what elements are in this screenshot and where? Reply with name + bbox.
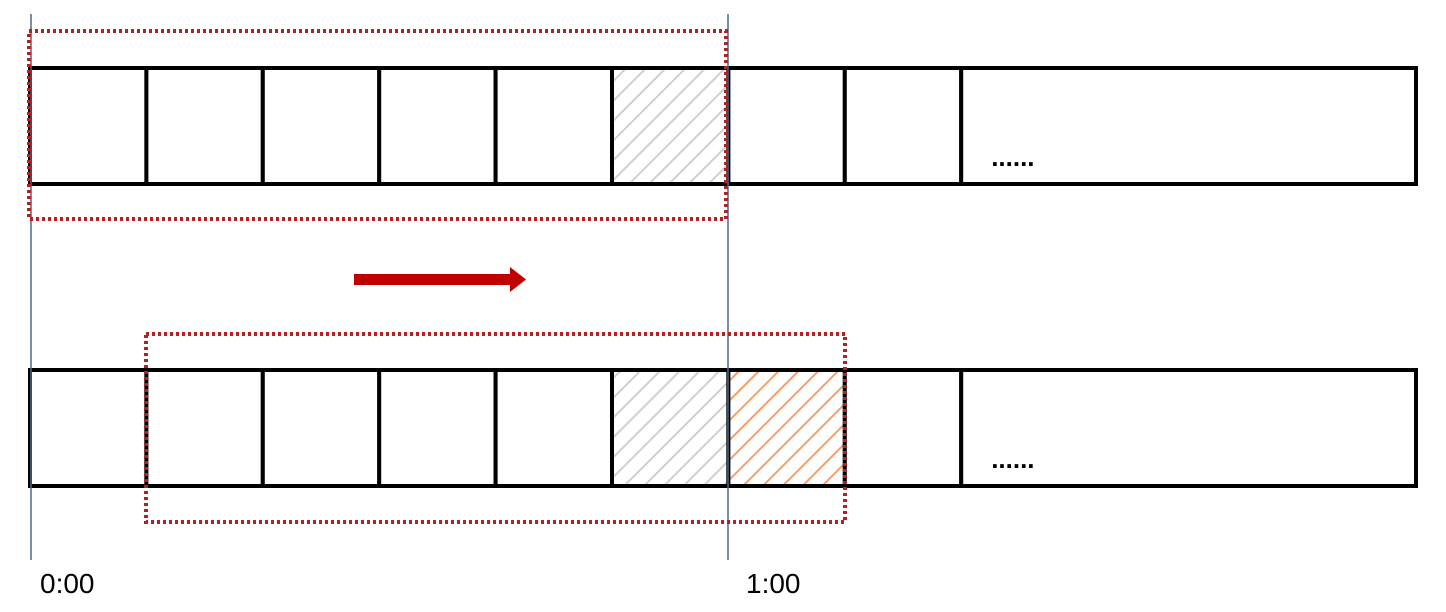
bottom-cell-0	[28, 368, 149, 488]
top-continuation-ellipsis: ......	[991, 142, 1034, 172]
top-cell-3	[377, 66, 498, 186]
bottom-cell-4	[493, 368, 615, 488]
bottom-cell-8-continuation	[959, 368, 1418, 488]
window-frame-bottom	[144, 332, 847, 524]
bottom-continuation-ellipsis: ......	[991, 444, 1034, 474]
top-cell-5-gray-hatched	[610, 66, 731, 186]
window-frame-top	[27, 29, 728, 221]
top-cell-6	[726, 66, 847, 186]
top-cell-0	[28, 66, 149, 186]
bottom-cell-7	[842, 368, 964, 488]
shift-arrow	[354, 267, 526, 292]
top-cell-4	[493, 66, 615, 186]
top-cell-2	[260, 66, 382, 186]
bottom-cell-2	[260, 368, 382, 488]
bottom-timeline-row: ......	[28, 368, 1418, 488]
bottom-cell-5-gray-hatched	[610, 368, 731, 488]
top-cell-7	[842, 66, 964, 186]
time-label-start: 0:00	[40, 568, 95, 599]
bottom-cell-6-orange-hatched	[726, 368, 847, 488]
top-cell-1	[144, 66, 265, 186]
top-timeline-row: ......	[28, 66, 1418, 186]
top-cell-8-continuation	[959, 66, 1418, 186]
time-label-end: 1:00	[746, 568, 801, 599]
bottom-cell-1	[144, 368, 265, 488]
bottom-cell-3	[377, 368, 498, 488]
